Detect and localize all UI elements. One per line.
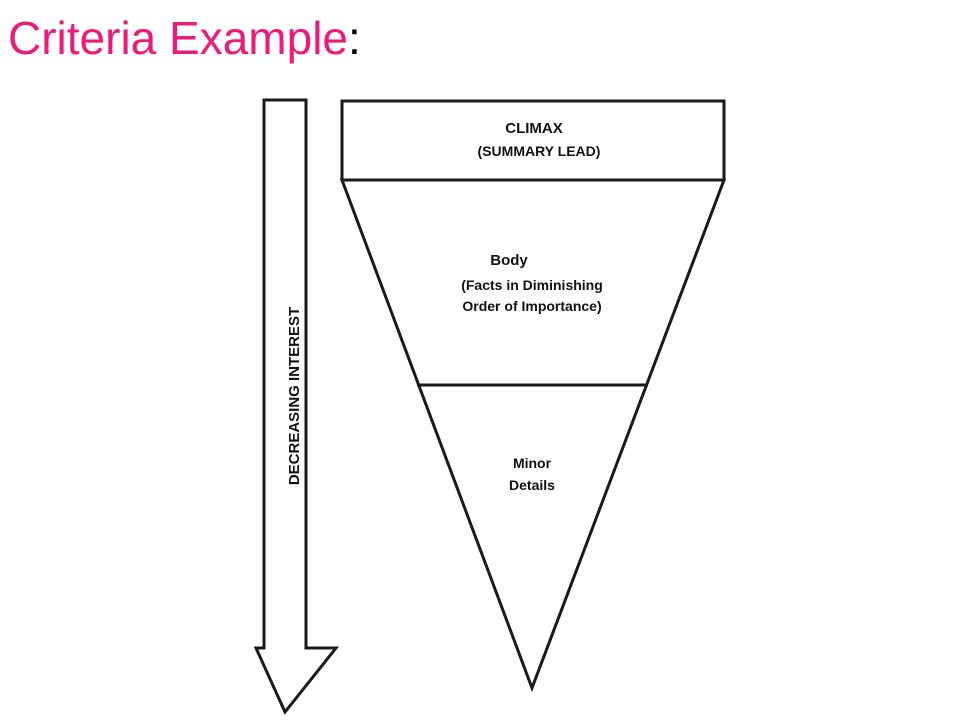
minor-details-line-1: Minor [513, 455, 552, 471]
body-title: Body [490, 252, 528, 269]
inverted-pyramid: CLIMAX (SUMMARY LEAD) Body (Facts in Dim… [339, 99, 727, 693]
slide-title-colon: : [348, 12, 361, 64]
slide-title-text: Criteria Example [8, 12, 348, 64]
pyramid-triangle [339, 178, 727, 693]
minor-details-line-2: Details [509, 477, 555, 493]
arrow-label: DECREASING INTEREST [286, 307, 303, 485]
slide-title: Criteria Example: [8, 8, 361, 68]
climax-title: CLIMAX [505, 120, 563, 137]
climax-subtitle: (SUMMARY LEAD) [478, 143, 601, 159]
body-line-1: (Facts in Diminishing [461, 277, 603, 293]
climax-box [340, 99, 726, 182]
arrow-shape [253, 98, 340, 715]
body-line-2: Order of Importance) [462, 298, 601, 314]
decreasing-interest-arrow: DECREASING INTEREST [253, 98, 340, 715]
